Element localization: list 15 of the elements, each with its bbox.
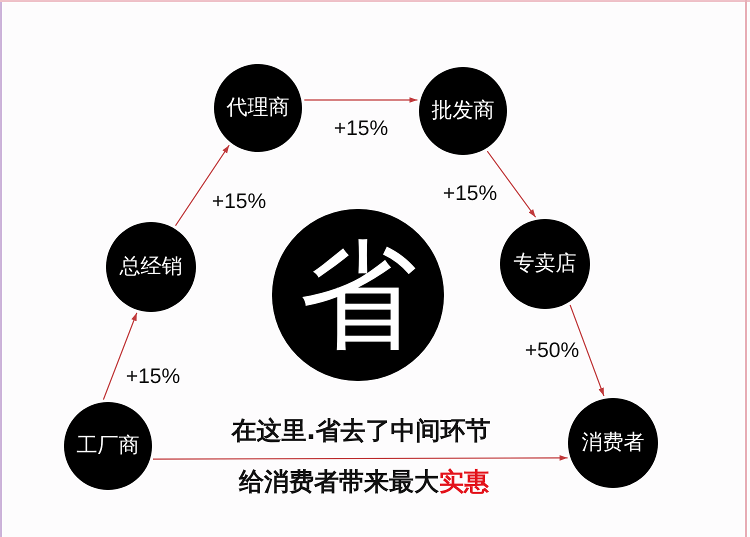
arrow (486, 150, 536, 218)
node-label: 代理商 (226, 95, 290, 121)
node-label: 专卖店 (514, 251, 576, 277)
arrow (102, 312, 138, 400)
headline-text: 给消费者带来最大实惠 (239, 467, 489, 497)
node-label: 批发商 (432, 98, 494, 124)
node-label: 工厂商 (76, 433, 140, 459)
arrow (304, 97, 418, 103)
arrow (570, 304, 604, 396)
headline-text: 在这里.省去了中间环节 (231, 416, 491, 446)
node-label: 总经销 (120, 254, 182, 280)
large-character: 省 (299, 236, 417, 354)
arrow (175, 144, 230, 226)
node-label: 消费者 (582, 430, 644, 456)
arrow (153, 455, 568, 461)
